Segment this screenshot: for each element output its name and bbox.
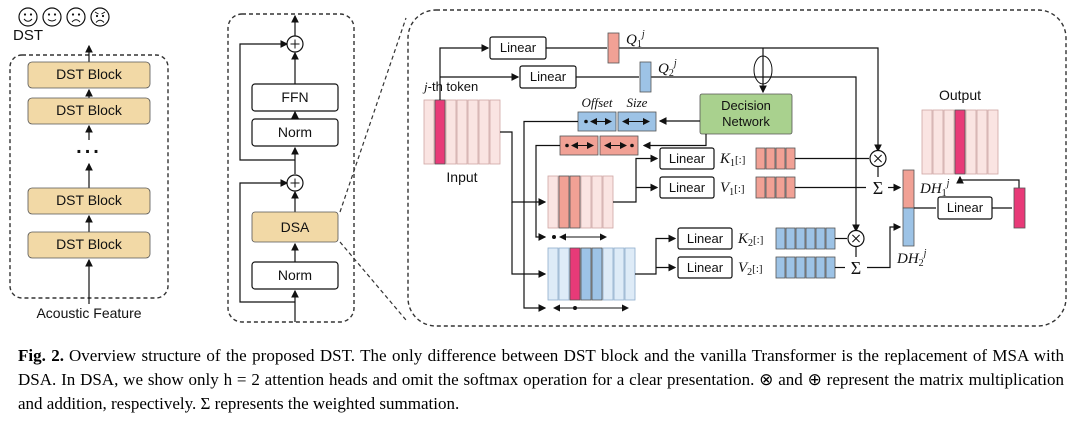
norm-bottom-box xyxy=(251,261,339,290)
add-icon xyxy=(286,174,304,192)
norm-bottom-label: Norm xyxy=(278,267,312,283)
sampled-tokens-head1 xyxy=(547,175,614,241)
linear-q2-box xyxy=(519,65,577,89)
sampling-connectors xyxy=(500,120,677,312)
linear-v1-box xyxy=(659,176,715,199)
ffn-label: FFN xyxy=(281,89,308,105)
linear-box-label: Linear xyxy=(687,260,724,275)
decision-output-connectors xyxy=(642,117,707,150)
jth-token-label: j-th token xyxy=(422,79,478,94)
dst-block-3 xyxy=(27,187,151,215)
query-connectors xyxy=(439,44,882,233)
linear-k2-box xyxy=(677,227,733,250)
attention-ops-head1: Σ xyxy=(795,149,902,198)
angry-face-icon xyxy=(90,7,110,27)
linear-q1-box xyxy=(489,36,547,60)
linear-box-label: Linear xyxy=(947,200,984,215)
v2-bars xyxy=(775,256,836,279)
output-label: Output xyxy=(939,87,981,103)
offset-size-cells-head2 xyxy=(577,111,657,132)
figure-2-diagram: DST DST Block DST Block ... DST Block DS… xyxy=(9,7,1067,327)
right-panel-dsa: j-th token Input Linear Linear Q1j Q2j D… xyxy=(407,9,1067,327)
linear-box-label: Linear xyxy=(500,40,537,55)
ffn-box xyxy=(251,83,339,112)
dsa-label: DSA xyxy=(281,219,310,235)
dst-block-2-label: DST Block xyxy=(56,102,123,118)
output-connectors xyxy=(914,175,1020,209)
offset-label: Offset xyxy=(581,95,612,110)
linear-output-box xyxy=(937,196,993,220)
dh2-label: DH2j xyxy=(896,248,927,269)
output-token-bar xyxy=(1013,187,1026,229)
q2-label: Q2j xyxy=(658,58,677,79)
size-label: Size xyxy=(627,95,648,110)
decision-network-label-1: Decision xyxy=(721,98,771,113)
add-icon xyxy=(286,35,304,53)
dh1-label: DH1j xyxy=(919,178,950,199)
figure-caption: Fig. 2.Overview structure of the propose… xyxy=(18,344,1064,416)
zoom-connector-lines xyxy=(339,17,407,321)
matmul-icon xyxy=(847,229,865,248)
dst-block-1-label: DST Block xyxy=(56,66,123,82)
v1-label: V1[:] xyxy=(720,180,745,198)
k1-label: K1[:] xyxy=(719,151,745,169)
v1-bars xyxy=(755,176,796,199)
linear-box-label: Linear xyxy=(530,69,567,84)
linear-box-label: Linear xyxy=(687,231,724,246)
k1-bars xyxy=(755,147,796,170)
caption-text: Overview structure of the proposed DST. … xyxy=(18,346,1064,414)
k2-bars xyxy=(775,227,836,250)
sum-symbol: Σ xyxy=(873,178,883,198)
linear-box-label: Linear xyxy=(669,151,706,166)
dst-block-3-label: DST Block xyxy=(56,192,123,208)
v2-label: V2[:] xyxy=(738,260,763,278)
decision-network-label-2: Network xyxy=(722,114,770,129)
q1-label: Q1j xyxy=(626,29,645,50)
sad-face-icon xyxy=(66,7,86,27)
emotion-faces xyxy=(18,7,110,27)
linear-k1-box xyxy=(659,147,715,170)
dsa-detail-border xyxy=(407,9,1067,327)
dsa-box xyxy=(251,211,339,243)
stack-ellipsis: ... xyxy=(76,136,102,158)
dst-block-1 xyxy=(27,61,151,89)
transformer-flow-lines xyxy=(239,14,299,322)
input-label: Input xyxy=(446,169,477,185)
input-token-bars xyxy=(423,99,501,165)
attention-ops-head2: Σ xyxy=(835,223,902,278)
sum-symbol: Σ xyxy=(851,258,861,278)
offset-size-cells-head1 xyxy=(559,135,639,156)
dh2-bar xyxy=(902,207,915,247)
caption-label: Fig. 2. xyxy=(18,346,65,365)
q2-bar xyxy=(639,61,652,93)
acoustic-feature-label: Acoustic Feature xyxy=(36,305,141,321)
k2-label: K2[:] xyxy=(737,231,763,249)
dst-block-border xyxy=(227,13,355,323)
query-merge-ellipse xyxy=(753,55,773,85)
sampled-tokens-head2 xyxy=(547,247,636,312)
dst-block-4 xyxy=(27,231,151,259)
dst-output-label: DST xyxy=(13,27,43,44)
happy-face-icon xyxy=(18,7,38,27)
matmul-icon xyxy=(869,149,887,168)
output-token-bars xyxy=(921,109,999,175)
q1-bar xyxy=(607,32,620,64)
norm-top-label: Norm xyxy=(278,124,312,140)
linear-v2-box xyxy=(677,256,733,279)
left-panel: DST DST Block DST Block ... DST Block DS… xyxy=(9,7,169,321)
norm-top-box xyxy=(251,118,339,147)
decision-network-box xyxy=(699,93,793,135)
dst-block-2 xyxy=(27,97,151,125)
middle-panel: FFN Norm DSA Norm xyxy=(227,13,355,323)
content-face-icon xyxy=(42,7,62,27)
dst-block-4-label: DST Block xyxy=(56,236,123,252)
linear-box-label: Linear xyxy=(669,180,706,195)
dh1-bar xyxy=(902,169,915,209)
